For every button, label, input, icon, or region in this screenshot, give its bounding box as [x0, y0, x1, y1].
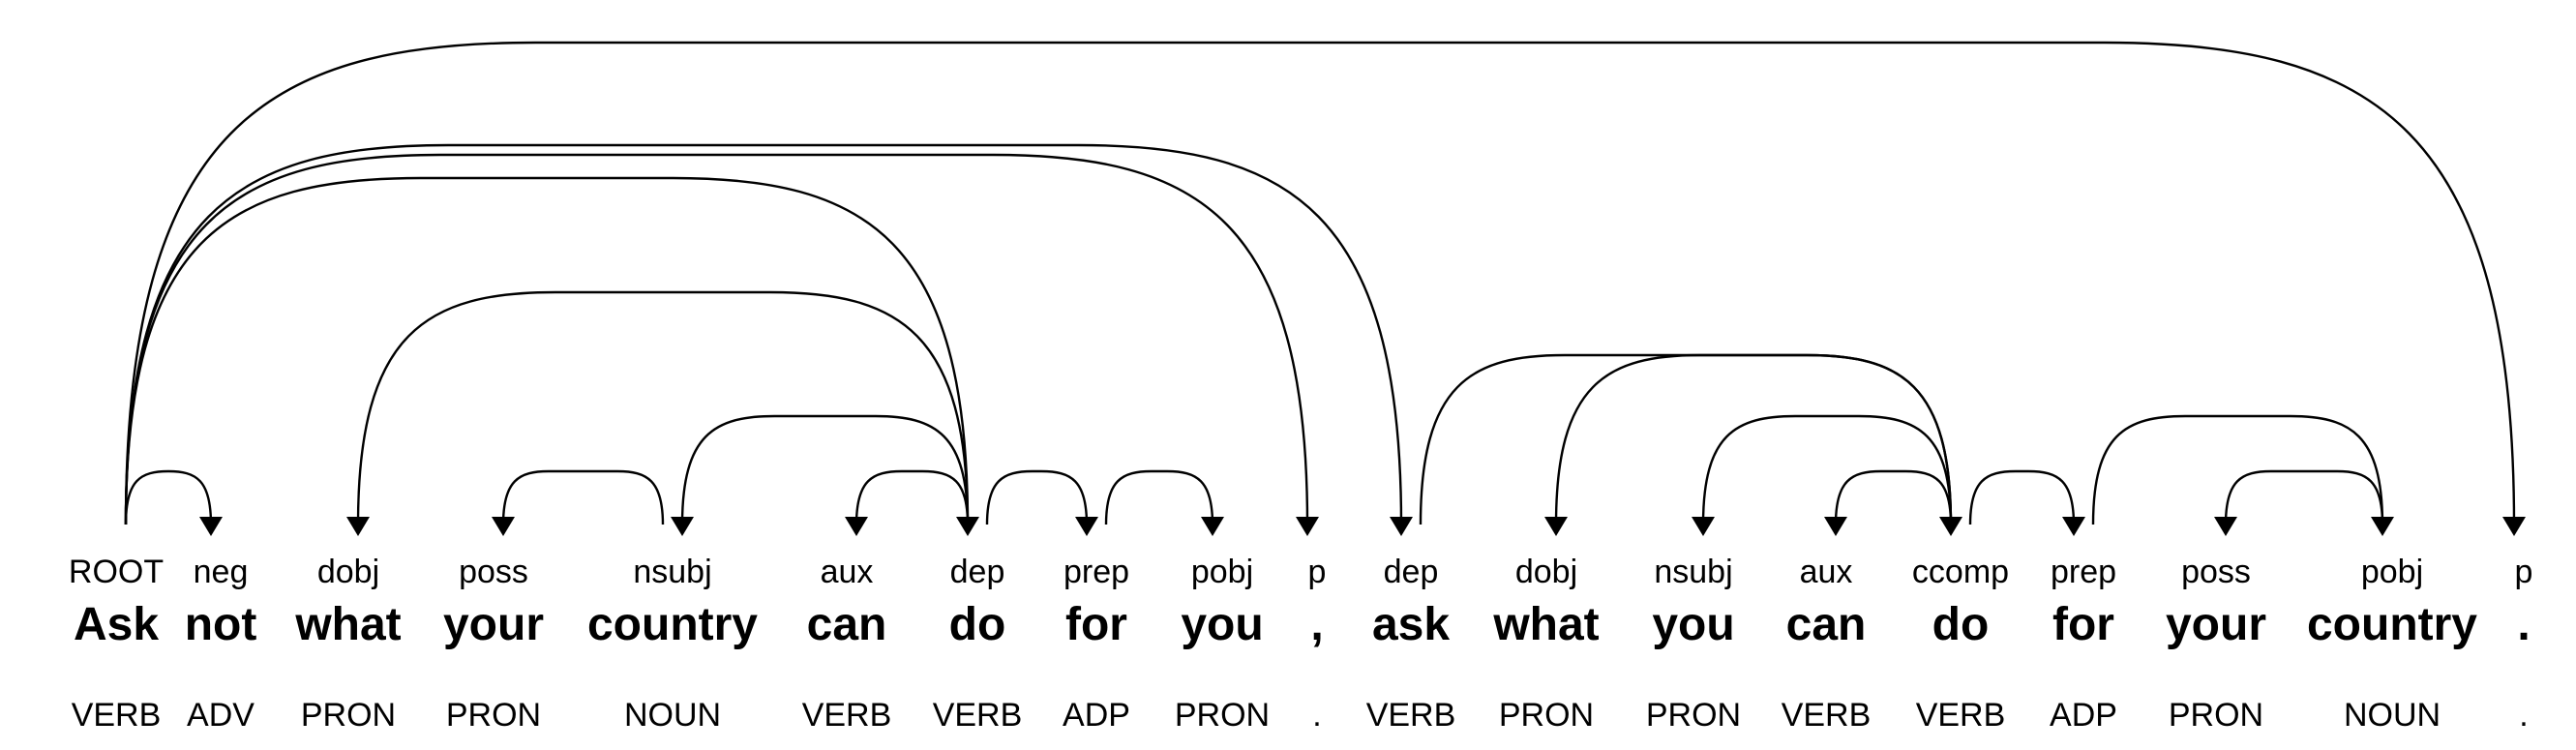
pos-tag: VERB	[1366, 697, 1456, 734]
dependency-arc-0	[124, 469, 213, 525]
pos-tag: PRON	[1499, 697, 1594, 734]
dependency-arc-9	[985, 469, 1089, 525]
arrowhead-icon	[1544, 517, 1568, 536]
dependency-arc-10	[1104, 469, 1214, 525]
pos-tag: VERB	[72, 697, 162, 734]
arrowhead-icon	[2214, 517, 2237, 536]
dependency-arc-7	[680, 414, 970, 525]
token-word: you	[1652, 599, 1734, 650]
token-word: for	[1065, 599, 1127, 650]
token-word: can	[807, 599, 887, 650]
token-word: country	[2307, 599, 2477, 650]
dependency-arc-8	[854, 469, 970, 525]
relation-label: p	[1308, 554, 1327, 590]
relation-label: aux	[1800, 554, 1853, 590]
relation-label: nsubj	[633, 554, 711, 590]
dependency-arc-11	[1419, 353, 1953, 525]
arrowhead-icon	[1939, 517, 1962, 536]
arrowhead-icon	[2371, 517, 2394, 536]
pos-tag: PRON	[301, 697, 396, 734]
token-word: you	[1181, 599, 1263, 650]
pos-tag: ADP	[2050, 697, 2117, 734]
dependency-arc-14	[1834, 469, 1953, 525]
token-word: for	[2052, 599, 2114, 650]
pos-tag: ADP	[1063, 697, 1130, 734]
pos-tag: VERB	[802, 697, 892, 734]
pos-tag: PRON	[1175, 697, 1270, 734]
token-word: what	[1492, 599, 1599, 650]
pos-tag: .	[2519, 697, 2528, 734]
token-word: Ask	[74, 599, 159, 650]
pos-tag: PRON	[446, 697, 541, 734]
pos-tag: PRON	[2169, 697, 2263, 734]
arrowhead-icon	[845, 517, 868, 536]
arrowhead-icon	[346, 517, 370, 536]
arrowhead-icon	[1075, 517, 1098, 536]
arrowhead-icon	[2502, 517, 2526, 536]
token-word: what	[294, 599, 401, 650]
pos-tag: VERB	[1782, 697, 1872, 734]
relation-label: dobj	[1515, 554, 1577, 590]
dependency-arc-4	[124, 41, 2516, 525]
pos-tag: VERB	[933, 697, 1023, 734]
dependency-arc-3	[124, 143, 1403, 525]
relation-label: poss	[459, 554, 528, 590]
pos-tag: ADV	[187, 697, 255, 734]
relation-label: pobj	[1191, 554, 1253, 590]
token-word: ask	[1372, 599, 1450, 650]
arrowhead-icon	[956, 517, 979, 536]
token-word: your	[443, 599, 544, 650]
dependency-arc-13	[1701, 414, 1953, 525]
relation-label: prep	[1063, 554, 1129, 590]
token-word: ,	[1310, 599, 1323, 650]
token-word: your	[2166, 599, 2266, 650]
relation-label: neg	[194, 554, 249, 590]
dependency-arc-17	[2091, 414, 2384, 525]
pos-tag: NOUN	[624, 697, 721, 734]
relation-label: ccomp	[1912, 554, 2009, 590]
arrowhead-icon	[1390, 517, 1413, 536]
relation-label: poss	[2181, 554, 2251, 590]
relation-label: dobj	[317, 554, 379, 590]
arrowhead-icon	[1824, 517, 1847, 536]
pos-tag: PRON	[1646, 697, 1741, 734]
arcs-layer	[124, 41, 2526, 536]
dependency-arc-12	[1554, 353, 1953, 525]
relation-label: ROOT	[69, 554, 164, 590]
dependency-arc-6	[501, 469, 665, 525]
relation-label: nsubj	[1654, 554, 1732, 590]
dependency-arc-2	[124, 153, 1309, 525]
arrowhead-icon	[492, 517, 515, 536]
dependency-arc-15	[1968, 469, 2076, 525]
arrowhead-icon	[1692, 517, 1715, 536]
relation-label: dep	[950, 554, 1005, 590]
relation-label: prep	[2051, 554, 2116, 590]
token-word: not	[185, 599, 257, 650]
arrowhead-icon	[2062, 517, 2085, 536]
pos-tag: VERB	[1916, 697, 2006, 734]
arrowhead-icon	[199, 517, 223, 536]
token-word: .	[2517, 599, 2530, 650]
token-word: do	[949, 599, 1006, 650]
relation-label: p	[2515, 554, 2533, 590]
relation-label: pobj	[2361, 554, 2423, 590]
relation-label: dep	[1384, 554, 1439, 590]
arrowhead-icon	[671, 517, 694, 536]
dependency-arc-1	[124, 176, 970, 525]
dependency-arc-16	[2224, 469, 2384, 525]
token-word: can	[1786, 599, 1867, 650]
pos-tag: .	[1312, 697, 1321, 734]
arrowhead-icon	[1201, 517, 1224, 536]
relation-label: aux	[821, 554, 874, 590]
arrowhead-icon	[1296, 517, 1319, 536]
token-word: country	[587, 599, 758, 650]
token-word: do	[1932, 599, 1990, 650]
dependency-arc-5	[356, 290, 970, 525]
pos-tag: NOUN	[2344, 697, 2441, 734]
